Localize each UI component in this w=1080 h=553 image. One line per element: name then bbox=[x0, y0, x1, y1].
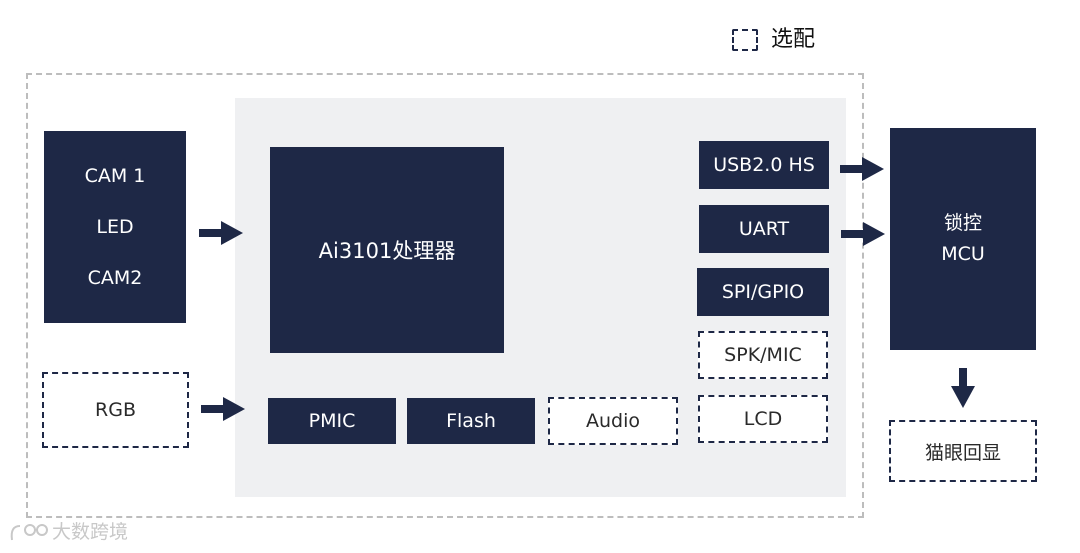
peephole-display-block: 猫眼回显 bbox=[889, 420, 1037, 482]
spi-gpio-block: SPI/GPIO bbox=[697, 268, 829, 316]
arrow-down-icon bbox=[951, 368, 975, 408]
lock-mcu-block: 锁控 MCU bbox=[890, 128, 1036, 350]
watermark-logo-icon bbox=[10, 524, 48, 541]
optional-legend-swatch bbox=[732, 29, 758, 51]
processor-block: Ai3101处理器 bbox=[270, 147, 504, 353]
rgb-block: RGB bbox=[42, 372, 189, 448]
usb-block: USB2.0 HS bbox=[699, 141, 829, 189]
lock-control-label: 锁控 bbox=[943, 212, 982, 234]
arrow-right-icon bbox=[840, 157, 884, 181]
cam2-label: CAM2 bbox=[87, 266, 143, 289]
lcd-block: LCD bbox=[698, 395, 828, 443]
system-boundary bbox=[26, 73, 864, 518]
audio-block: Audio bbox=[548, 397, 678, 445]
spk-mic-block: SPK/MIC bbox=[698, 331, 828, 379]
watermark-text: 大数跨境 bbox=[52, 521, 129, 543]
arrow-right-icon bbox=[841, 222, 885, 246]
uart-block: UART bbox=[699, 205, 829, 253]
camera-led-block: CAM 1 LED CAM2 bbox=[44, 131, 186, 323]
pmic-block: PMIC bbox=[268, 398, 396, 444]
optional-legend-label: 选配 bbox=[771, 27, 816, 52]
arrow-right-icon bbox=[199, 221, 243, 245]
watermark: 大数跨境 bbox=[8, 520, 128, 544]
led-label: LED bbox=[96, 215, 134, 238]
arrow-right-icon bbox=[201, 397, 245, 421]
cam1-label: CAM 1 bbox=[84, 164, 146, 187]
mcu-label: MCU bbox=[941, 243, 985, 265]
flash-block: Flash bbox=[407, 398, 535, 444]
